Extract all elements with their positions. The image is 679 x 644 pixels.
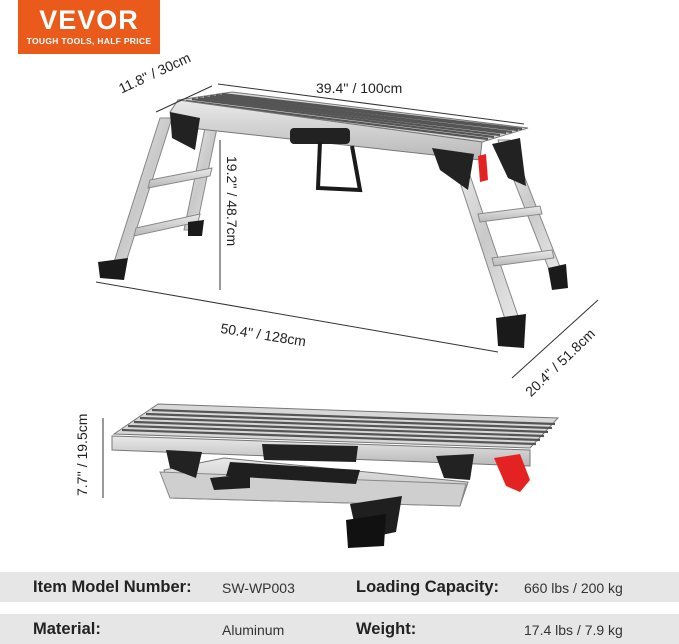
logo-tagline: TOUGH TOOLS, HALF PRICE — [26, 36, 152, 46]
dimension-lines-open — [95, 83, 599, 379]
dim-height: 19.2'' / 48.7cm — [224, 156, 240, 247]
spec-row-1: Item Model Number: SW-WP003 Loading Capa… — [0, 572, 679, 602]
weight-label: Weight: — [356, 620, 417, 638]
dim-platform-length: 39.4'' / 100cm — [316, 80, 403, 96]
loading-capacity-label: Loading Capacity: — [356, 578, 500, 596]
spec-table: Item Model Number: SW-WP003 Loading Capa… — [0, 570, 679, 644]
product-illustration — [95, 83, 599, 548]
weight-value: 17.4 lbs / 7.9 kg — [524, 622, 623, 638]
loading-capacity-value: 660 lbs / 200 kg — [524, 580, 623, 596]
logo-brand-name: VEVOR — [39, 5, 139, 35]
model-number-label: Item Model Number: — [33, 578, 192, 596]
vevor-logo: VEVOR TOUGH TOOLS, HALF PRICE — [18, 0, 160, 54]
open-platform-drawing — [98, 91, 568, 348]
material-label: Material: — [33, 620, 101, 638]
spec-row-2: Material: Aluminum Weight: 17.4 lbs / 7.… — [0, 614, 679, 644]
model-number-value: SW-WP003 — [222, 580, 295, 596]
folded-platform-drawing — [111, 403, 560, 548]
dim-folded-height: 7.7'' / 19.5cm — [74, 413, 90, 496]
material-value: Aluminum — [222, 622, 285, 638]
